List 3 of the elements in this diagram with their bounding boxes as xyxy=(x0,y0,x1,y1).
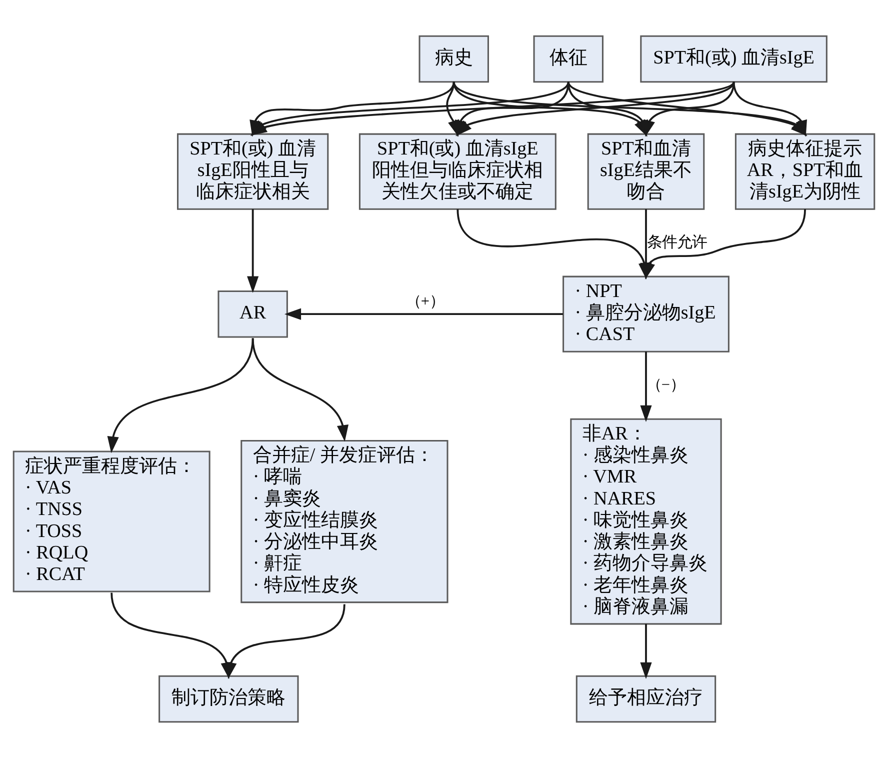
edge-label: 条件允许 xyxy=(647,234,708,251)
edge-label: （−） xyxy=(646,376,686,394)
edge-label: （+） xyxy=(406,292,445,310)
